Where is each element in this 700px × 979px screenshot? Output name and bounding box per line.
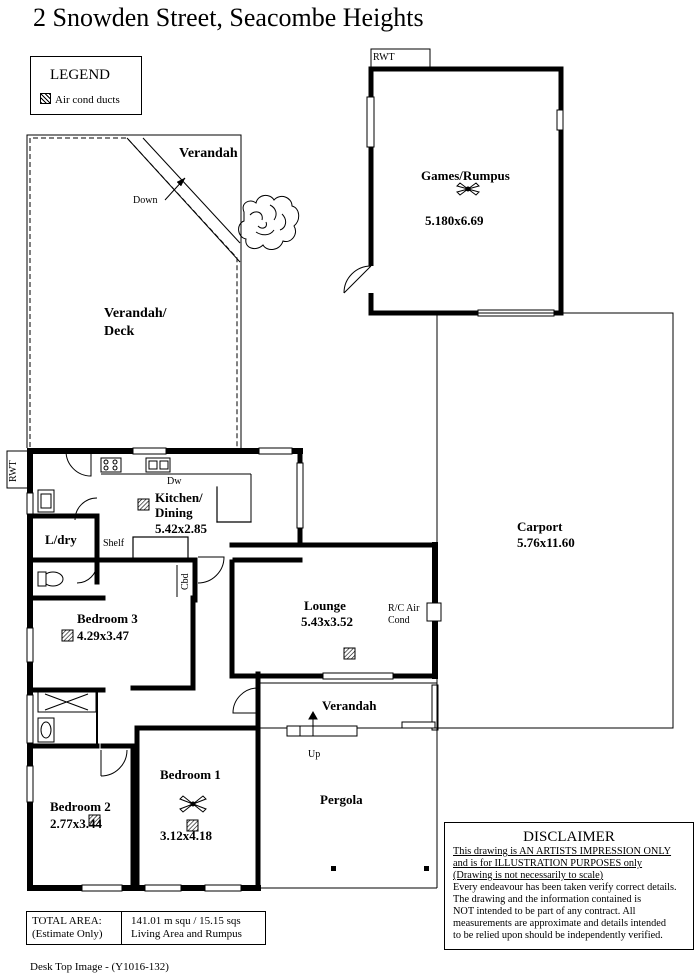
room-size-bedroom-2: 2.77x3.44 [50,816,102,831]
room-size-games-rumpus: 5.180x6.69 [425,213,484,228]
windows [26,447,439,892]
stairs-up-label: Up [308,749,321,760]
legend-item: Air cond ducts [40,93,120,106]
ceiling-fan-icon [179,795,207,813]
air-cond-duct-icon [40,93,51,104]
disclaimer-line: Every endeavour has been taken verify co… [453,882,677,893]
laundry-fittings [37,489,64,587]
room-label-bedroom-3: Bedroom 3 [77,611,138,626]
room-label-bedroom-2: Bedroom 2 [50,799,111,814]
disclaimer-line: The drawing and the information containe… [453,894,642,905]
room-size-bedroom-3: 4.29x3.47 [77,628,129,643]
rc-air-cond-unit [426,602,442,622]
legend-item-label: Air cond ducts [55,94,120,106]
total-area-value: 141.01 m squ / 15.15 sqs [131,915,241,927]
dishwasher-label: Dw [167,476,182,487]
room-label-kitchen: Kitchen/ [155,490,203,505]
legend-box [30,56,142,115]
pergola-posts [331,866,429,871]
games-rumpus-room [343,66,564,317]
footer-caption: Desk Top Image - (Y1016-132) [30,961,169,973]
carport-area [436,312,674,729]
disclaimer-line: (Drawing is not necessarily to scale) [453,870,604,881]
room-label-lounge: Lounge [304,598,346,613]
ceiling-fan-icon [456,182,480,196]
disclaimer-line: and is for ILLUSTRATION PURPOSES only [453,858,643,869]
legend-title: LEGEND [50,67,110,83]
room-label-verandah-deck: Deck [104,324,135,339]
room-size-lounge: 5.43x3.52 [301,614,353,629]
room-label-verandah: Verandah [322,698,377,713]
disclaimer-line: This drawing is AN ARTISTS IMPRESSION ON… [453,846,672,857]
tree-icon [238,195,300,250]
page-title: 2 Snowden Street, Seacombe Heights [33,3,424,32]
total-area-description: Living Area and Rumpus [131,928,242,940]
room-label-kitchen: Dining [155,505,193,520]
rc-air-cond-label: Cond [388,615,410,626]
room-size-carport: 5.76x11.60 [517,535,575,550]
total-area-box: TOTAL AREA: (Estimate Only) 141.01 m squ… [26,911,266,945]
air-cond-duct-icon [61,498,356,832]
rwt-label: RWT [8,460,19,482]
room-label-pergola: Pergola [320,792,363,807]
room-size-bedroom-1: 3.12x4.18 [160,828,212,843]
rc-air-cond-label: R/C Air [388,603,420,614]
kitchen-fittings [100,457,252,522]
disclaimer-box: DISCLAIMER This drawing is AN ARTISTS IM… [444,822,694,950]
disclaimer-line: to be relied upon should be independentl… [453,930,663,941]
room-label-verandah: Verandah [179,146,238,161]
room-label-laundry: L/dry [45,532,77,547]
room-size-kitchen: 5.42x2.85 [155,521,207,536]
verandah-pergola-area [258,682,438,889]
total-area-divider [121,912,122,944]
room-label-games-rumpus: Games/Rumpus [421,168,510,183]
verandah-deck-area [26,134,242,448]
disclaimer-line: NOT intended to be part of any contract.… [453,906,636,917]
total-area-note: (Estimate Only) [32,928,103,940]
door-swings [65,450,259,777]
disclaimer-line: measurements are approximate and details… [453,918,667,929]
room-label-carport: Carport [517,519,563,534]
rwt-label: RWT [373,52,395,63]
total-area-label: TOTAL AREA: [32,915,102,927]
stairs-down-label: Down [133,195,158,206]
bathroom-fittings [37,691,97,743]
cupboard-label: Cbd [180,573,191,590]
room-label-verandah-deck: Verandah/ [104,306,167,321]
house-walls [27,448,438,891]
room-label-bedroom-1: Bedroom 1 [160,767,221,782]
disclaimer-title: DISCLAIMER [523,829,615,845]
shelf-label: Shelf [103,538,125,549]
